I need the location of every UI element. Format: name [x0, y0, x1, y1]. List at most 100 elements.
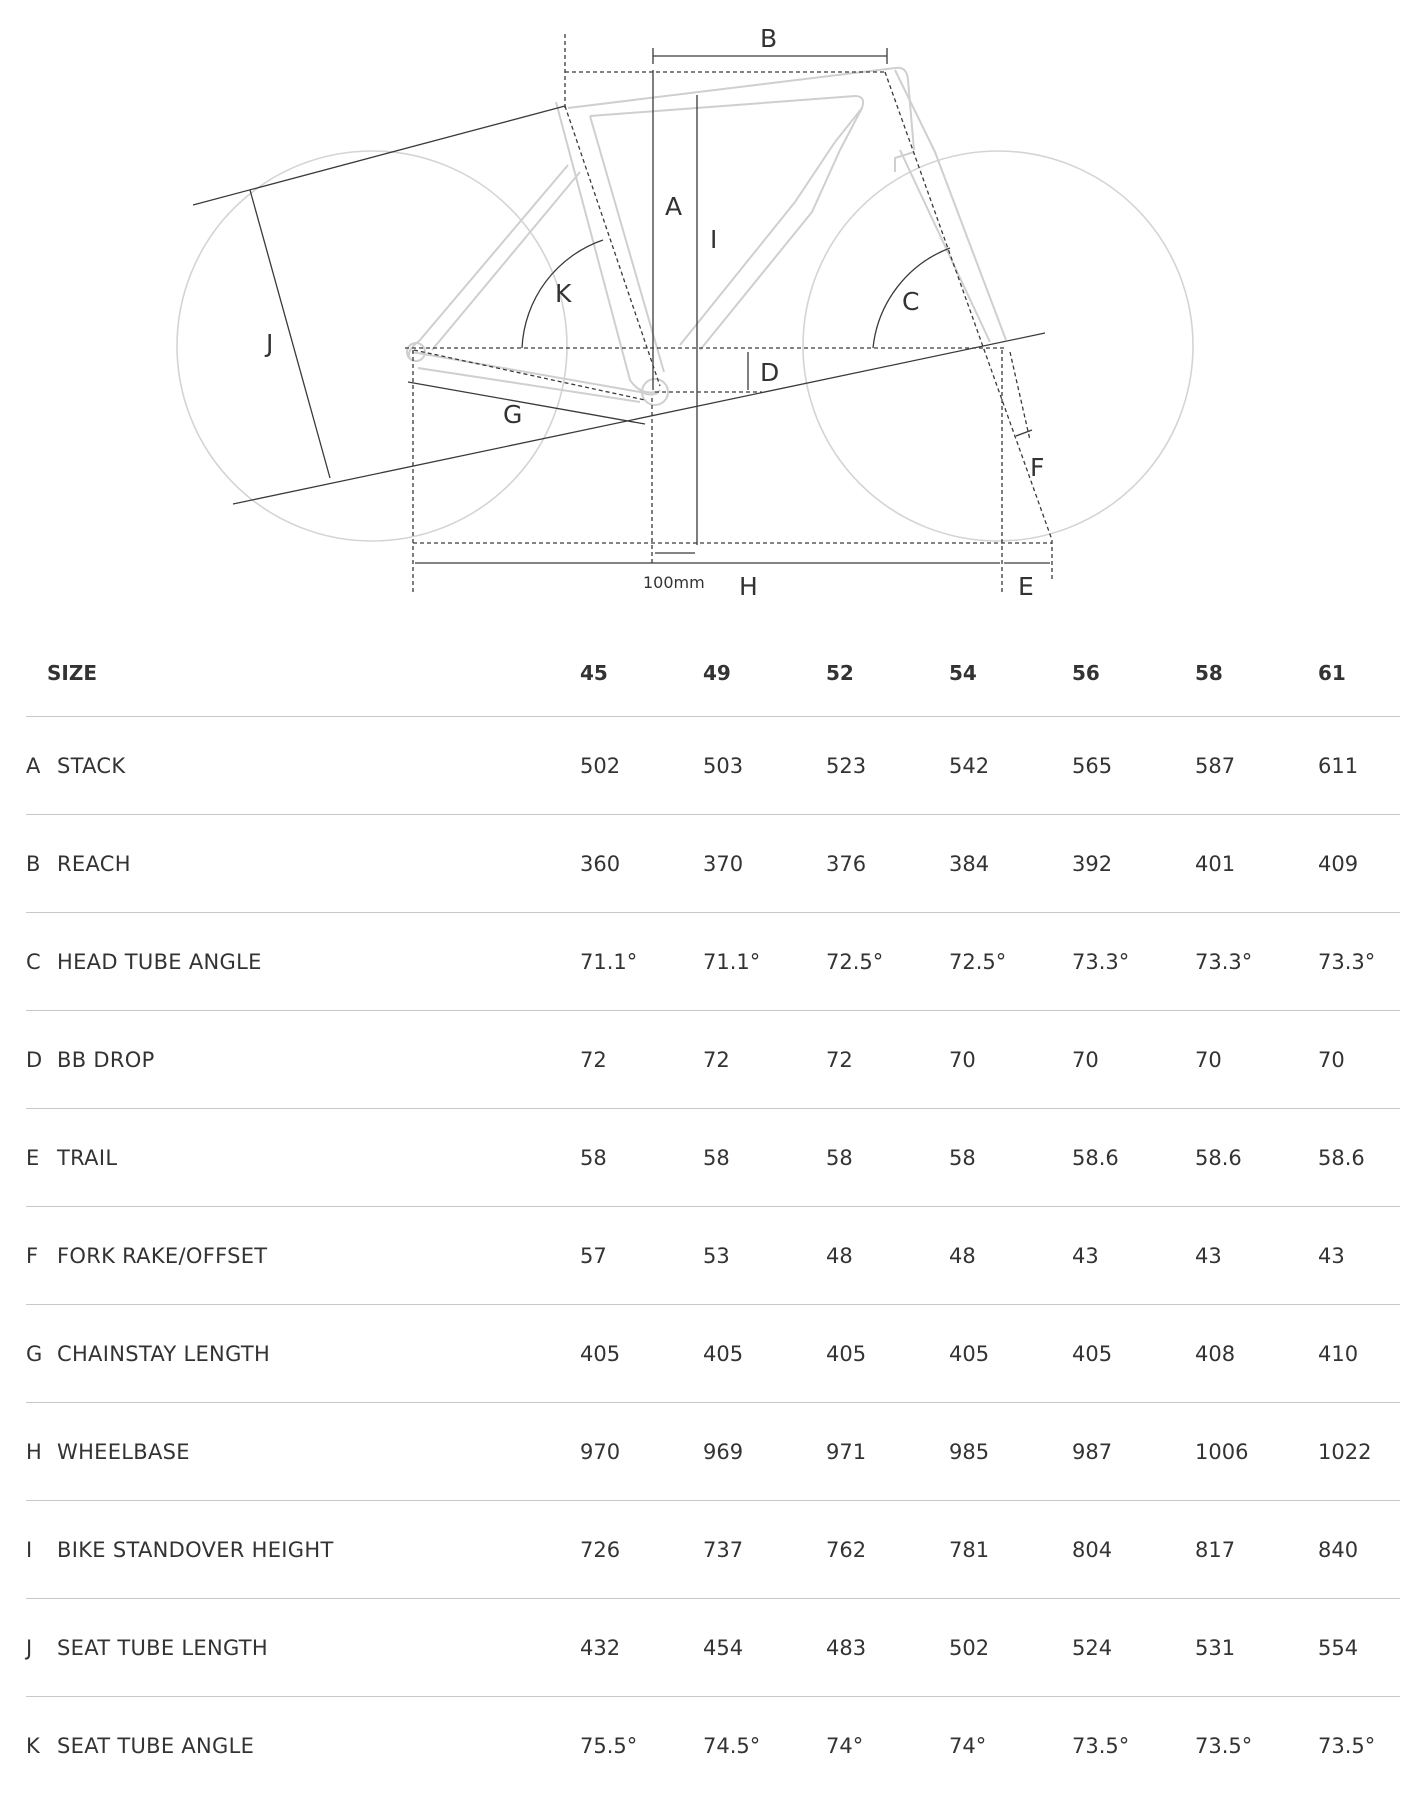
cell-value: 70 — [1318, 1010, 1400, 1109]
row-letter: K — [26, 1733, 40, 1758]
row-name: SEAT TUBE LENGTH — [57, 1635, 269, 1660]
cell-value: 405 — [703, 1304, 826, 1403]
cell-value: 970 — [580, 1402, 703, 1501]
cell-value: 401 — [1195, 814, 1318, 913]
cell-value: 73.5° — [1195, 1733, 1253, 1758]
cell-value: 73.5° — [1318, 1733, 1376, 1758]
cell-value: 58.6 — [1195, 1108, 1318, 1207]
label-h: H — [739, 572, 758, 601]
cell-value: 524 — [1072, 1598, 1195, 1697]
row-name: TRAIL — [57, 1145, 118, 1170]
cell-value: 72.5° — [949, 912, 1072, 1011]
cell-value: 542 — [949, 716, 1072, 815]
cell-value: 73.3° — [1195, 912, 1318, 1011]
row-letter: A — [26, 753, 41, 778]
label-j: J — [264, 329, 273, 358]
cell-value: 408 — [1195, 1304, 1318, 1403]
cell-value: 432 — [580, 1598, 703, 1697]
bike-geometry-diagram: B A I K C J D G F H E 100mm — [0, 0, 1411, 610]
row-label: J SEAT TUBE LENGTH — [26, 1598, 580, 1697]
cell-value: 58 — [580, 1108, 703, 1207]
size-col-61: 61 — [1318, 630, 1400, 717]
row-name: REACH — [57, 851, 131, 876]
cell-value: 73.3° — [1318, 912, 1400, 1011]
cell-value: 74° — [826, 1733, 864, 1758]
bike-frame — [406, 66, 1007, 406]
cell-value: 58.6 — [1072, 1108, 1195, 1207]
cell-value: 1006 — [1195, 1402, 1318, 1501]
cell-value: 71.1° — [703, 912, 826, 1011]
cell-value: 58 — [826, 1108, 949, 1207]
cell-value: 72.5° — [826, 912, 949, 1011]
cell-value: 370 — [703, 814, 826, 913]
cell-value: 48 — [949, 1206, 1072, 1305]
offset-note: 100mm — [643, 573, 705, 592]
cell-value: 405 — [1072, 1304, 1195, 1403]
cell-value: 72 — [826, 1010, 949, 1109]
cell-value: 840 — [1318, 1500, 1400, 1599]
cell-value: 409 — [1318, 814, 1400, 913]
cell-value: 726 — [580, 1500, 703, 1599]
cell-value: 611 — [1318, 716, 1400, 815]
cell-value: 384 — [949, 814, 1072, 913]
cell-value: 737 — [703, 1500, 826, 1599]
row-name: BB DROP — [57, 1047, 155, 1072]
cell-value: 817 — [1195, 1500, 1318, 1599]
row-letter: H — [26, 1439, 42, 1464]
cell-value: 58 — [949, 1108, 1072, 1207]
cell-value: 72 — [580, 1010, 703, 1109]
cell-value: 43 — [1072, 1206, 1195, 1305]
cell-value: 74° — [949, 1733, 987, 1758]
cell-value: 72 — [703, 1010, 826, 1109]
size-col-45: 45 — [580, 630, 703, 717]
row-letter: F — [26, 1243, 39, 1268]
row-letter: B — [26, 851, 41, 876]
row-name: WHEELBASE — [57, 1439, 190, 1464]
row-name: CHAINSTAY LENGTH — [57, 1341, 271, 1366]
front-wheel — [802, 150, 1194, 542]
label-i: I — [710, 225, 717, 254]
cell-value: 392 — [1072, 814, 1195, 913]
label-f: F — [1030, 453, 1044, 482]
cell-value: 971 — [826, 1402, 949, 1501]
cell-value: 523 — [826, 716, 949, 815]
cell-value: 781 — [949, 1500, 1072, 1599]
table-header-row: SIZE 45 49 52 54 56 58 61 — [26, 630, 1400, 717]
cell-value: 73.3° — [1072, 912, 1195, 1011]
measurement-lines — [192, 48, 1050, 564]
row-letter: J — [26, 1635, 33, 1660]
cell-value: 53 — [703, 1206, 826, 1305]
label-e: E — [1018, 572, 1034, 601]
cell-value: 405 — [826, 1304, 949, 1403]
row-letter: C — [26, 949, 41, 974]
cell-value: 554 — [1318, 1598, 1400, 1697]
cell-value: 58.6 — [1318, 1108, 1400, 1207]
cell-value: 587 — [1195, 716, 1318, 815]
label-k: K — [555, 279, 572, 308]
cell-value: 74.5° — [703, 1733, 761, 1758]
bike-geometry-svg: B A I K C J D G F H E 100mm — [176, 24, 1194, 601]
size-header: SIZE — [26, 630, 580, 717]
cell-value: 985 — [949, 1402, 1072, 1501]
row-label: H WHEELBASE — [26, 1402, 580, 1501]
row-name: STACK — [57, 753, 126, 778]
row-name: BIKE STANDOVER HEIGHT — [57, 1537, 334, 1562]
